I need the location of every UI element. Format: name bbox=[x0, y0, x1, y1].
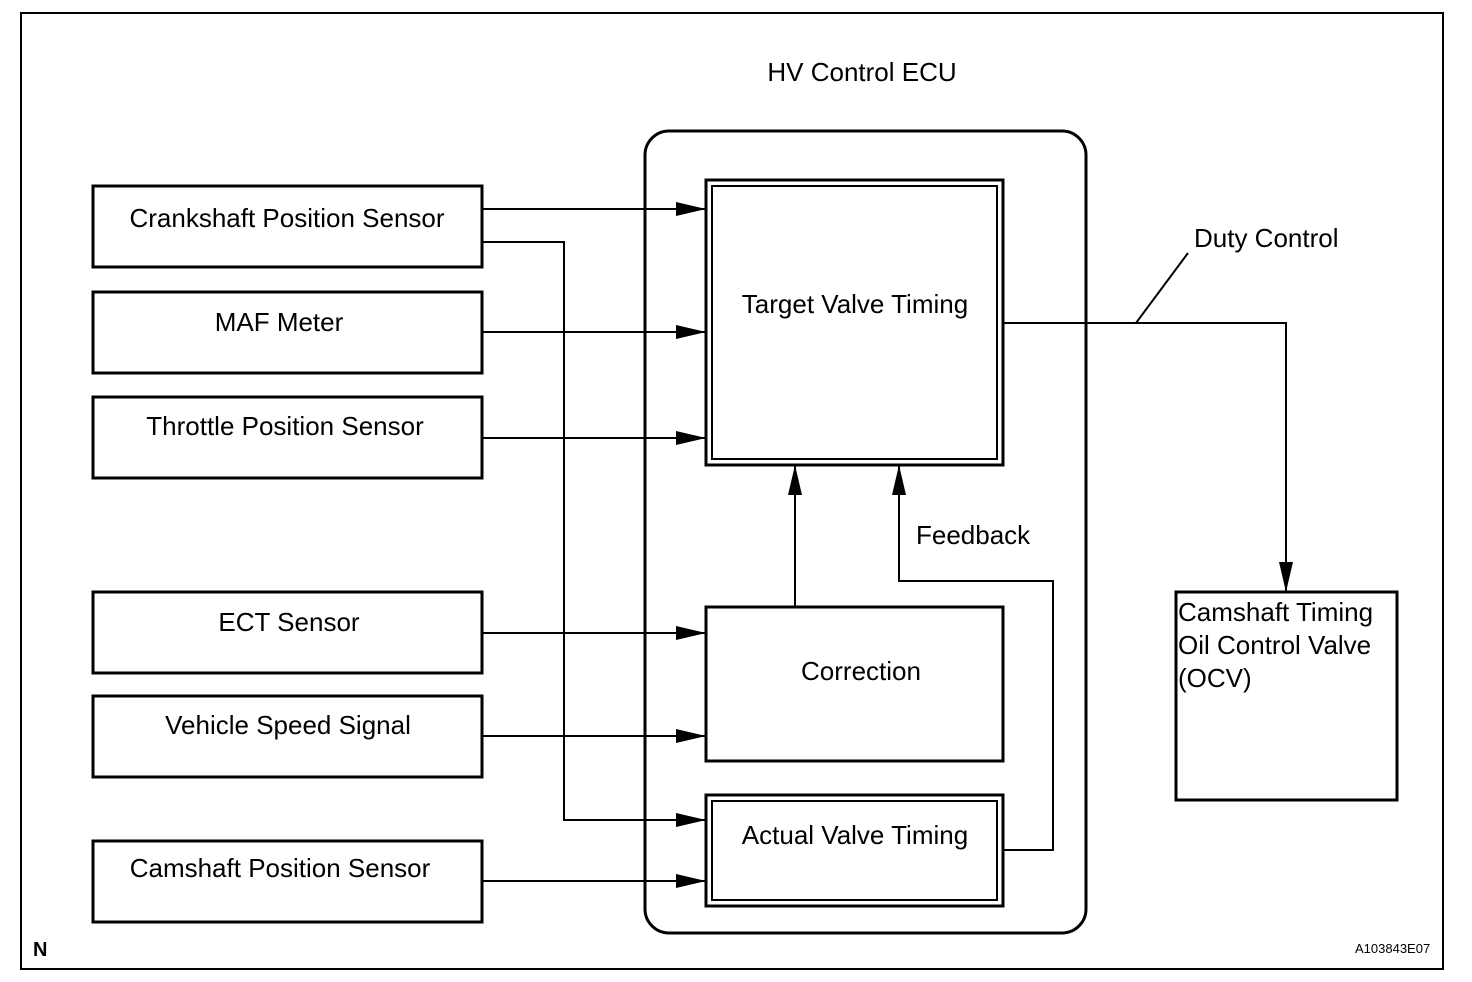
duty-control-label: Duty Control bbox=[1194, 223, 1339, 253]
crankshaft-sensor-label: Crankshaft Position Sensor bbox=[129, 203, 445, 233]
target-valve-timing-label: Target Valve Timing bbox=[741, 289, 969, 319]
ecu-title: HV Control ECU bbox=[767, 57, 957, 87]
ocv-label-line1: Camshaft Timing bbox=[1178, 597, 1374, 627]
vehicle-speed-label: Vehicle Speed Signal bbox=[165, 710, 411, 740]
correction-block bbox=[704, 605, 1005, 763]
ecu-container bbox=[643, 129, 1088, 935]
outer-frame bbox=[20, 12, 1444, 970]
ocv-label-line3: (OCV) bbox=[1178, 663, 1252, 693]
feedback-arrow bbox=[892, 465, 1054, 851]
ocv-label: Camshaft Timing Oil Control Valve (OCV) bbox=[1178, 596, 1373, 695]
maf-meter-label: MAF Meter bbox=[214, 307, 344, 337]
actual-valve-timing-block bbox=[704, 793, 1005, 908]
target-valve-timing-inner bbox=[711, 185, 998, 460]
actual-valve-timing-label: Actual Valve Timing bbox=[741, 820, 969, 850]
crankshaft-sensor-box bbox=[91, 184, 484, 269]
correction-label: Correction bbox=[801, 656, 921, 686]
duty-control-arrow bbox=[1003, 322, 1293, 592]
figure-id: A103843E07 bbox=[1355, 941, 1431, 956]
duty-control-leader bbox=[1135, 252, 1189, 324]
actual-valve-timing-inner bbox=[711, 800, 998, 901]
feedback-label: Feedback bbox=[916, 520, 1031, 550]
ocv-label-line2: Oil Control Valve bbox=[1178, 630, 1372, 660]
crankshaft-to-actual-arrow bbox=[482, 241, 706, 827]
camshaft-sensor-label: Camshaft Position Sensor bbox=[129, 853, 431, 883]
north-mark: N bbox=[33, 939, 48, 961]
target-valve-timing-block bbox=[704, 178, 1005, 467]
ect-sensor-label: ECT Sensor bbox=[218, 607, 360, 637]
throttle-sensor-label: Throttle Position Sensor bbox=[146, 411, 424, 441]
